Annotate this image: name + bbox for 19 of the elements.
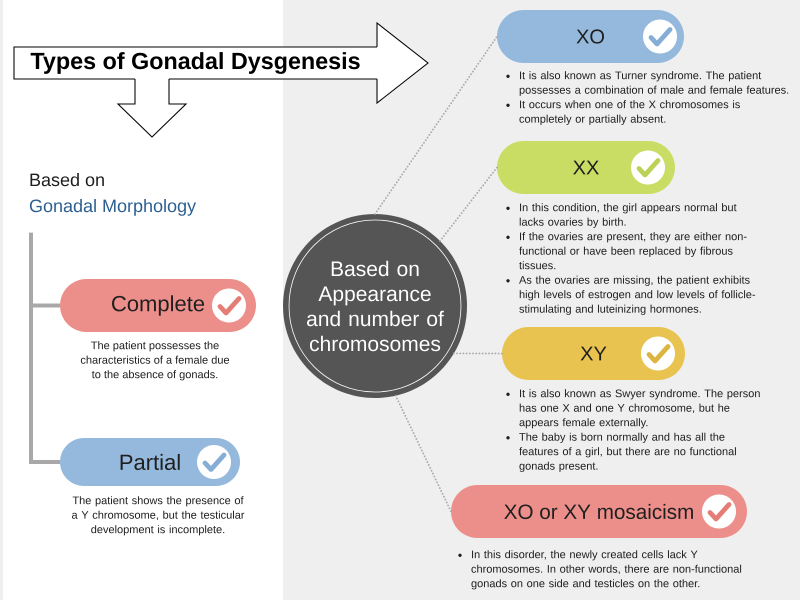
bullet-text: If the ovaries are present, they are either non-functional or have been replaced by fibrous tissues. <box>519 232 747 270</box>
description-text: The patient possesses the characteristics of a female due to the absence of gonads. <box>80 341 230 380</box>
description-text: The patient shows the presence of a Y chromosome, but the testicular development is incomplete. <box>72 496 244 536</box>
heading-text: Based on Gonadal Morphology <box>30 173 196 216</box>
bullet-text: In this disorder, the newly created cells lack Y chromosomes. In other words, there are non-functional gonads on one side and testicles on the other. <box>471 550 742 590</box>
bullet-text: In this condition, the girl appears normal but lacks ovaries by birth. <box>520 203 737 228</box>
bullet-text: As the ovaries are missing, the patient exhibits high levels of estrogen and low levels of follicle-stimulating and luteinizing hormones. <box>519 276 756 315</box>
dotted-line <box>439 166 498 242</box>
node-label: Types of Gonadal Dysgenesis <box>30 52 360 74</box>
dotted-line <box>374 36 498 215</box>
bullet-text: It is also known as Turner syndrome. The patient possesses a combination of male and female features. <box>520 71 788 96</box>
branch-line <box>29 232 60 464</box>
category-pill: XO or XY mosaicism <box>451 485 747 538</box>
bullet-text: The baby is born normally and has all the features of a girl, but there are no functional gonads present. <box>519 432 736 472</box>
bullet-text: It occurs when one of the X chromosomes is completely or partially absent. <box>519 100 740 125</box>
dotted-line <box>394 394 452 512</box>
bullet-text: It is also known as Swyer syndrome. The person has one X and one Y chromosome, but he appears female externally. <box>519 389 760 428</box>
block-arrow <box>376 22 429 104</box>
dotted-line <box>452 352 503 354</box>
